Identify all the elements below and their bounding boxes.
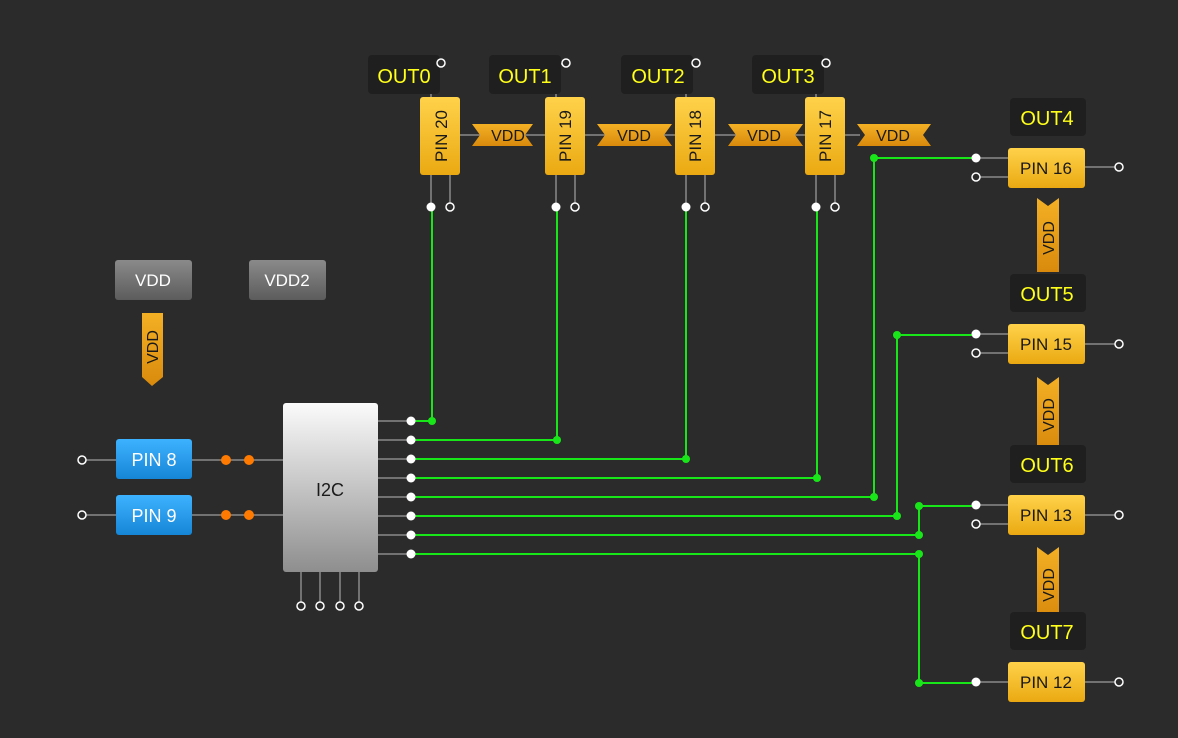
out-label-text: OUT7 [1020, 622, 1073, 644]
pin-label: PIN 15 [1020, 335, 1072, 354]
out-label-text: OUT3 [761, 66, 814, 88]
vdd-block[interactable]: VDD [115, 260, 192, 300]
filled-terminals[interactable] [406, 153, 981, 687]
vdd2-block-label: VDD2 [264, 271, 309, 290]
out-label-4: OUT4 [1010, 98, 1086, 136]
pin-label: PIN 9 [131, 506, 176, 526]
out-label-text: OUT0 [377, 66, 430, 88]
out-label-0: OUT0 [368, 55, 440, 94]
vdd-tag-right-1: VDD [1037, 198, 1059, 272]
vdd-tag-right-2: VDD [1037, 377, 1059, 448]
pin-18-block[interactable]: PIN 18 [675, 97, 715, 175]
pin-9-block[interactable]: PIN 9 [116, 495, 192, 535]
vdd-tag-label: VDD [1041, 398, 1058, 432]
pin-20-block[interactable]: PIN 20 [420, 97, 460, 175]
pin-label: PIN 17 [816, 110, 835, 162]
vdd-tag-left: VDD [142, 313, 163, 386]
pin-15-block[interactable]: PIN 15 [1008, 324, 1085, 364]
i2c-label: I2C [316, 480, 344, 500]
pin-label: PIN 16 [1020, 159, 1072, 178]
vdd-tag-label: VDD [1041, 568, 1058, 602]
gray-wires [82, 61, 1118, 683]
green-wires [411, 157, 976, 684]
vdd2-block[interactable]: VDD2 [249, 260, 326, 300]
pin-label: PIN 19 [556, 110, 575, 162]
pin-label: PIN 13 [1020, 506, 1072, 525]
pin-13-block[interactable]: PIN 13 [1008, 495, 1085, 535]
pin-8-block[interactable]: PIN 8 [116, 439, 192, 479]
vdd-block-label: VDD [135, 271, 171, 290]
vdd-tag-top-1: VDD [472, 124, 533, 146]
green-junctions [428, 154, 923, 687]
out-label-1: OUT1 [489, 55, 561, 94]
vdd-tag-top-3: VDD [728, 124, 803, 146]
pin-label: PIN 18 [686, 110, 705, 162]
pin-17-block[interactable]: PIN 17 [805, 97, 845, 175]
vdd-tag-label: VDD [1041, 221, 1058, 255]
vdd-tag-label: VDD [145, 330, 162, 364]
out-label-6: OUT6 [1010, 445, 1086, 483]
out-label-7: OUT7 [1010, 612, 1086, 650]
out-label-text: OUT4 [1020, 108, 1073, 130]
pin-label: PIN 20 [432, 110, 451, 162]
vdd-tag-label: VDD [617, 128, 651, 145]
vdd-tag-label: VDD [491, 128, 525, 145]
out-label-2: OUT2 [621, 55, 693, 94]
pin-19-block[interactable]: PIN 19 [545, 97, 585, 175]
out-label-text: OUT5 [1020, 284, 1073, 306]
vdd-tag-label: VDD [747, 128, 781, 145]
pin-label: PIN 12 [1020, 673, 1072, 692]
hollow-terminals[interactable] [77, 58, 1124, 687]
pin-16-block[interactable]: PIN 16 [1008, 148, 1085, 188]
out-label-text: OUT6 [1020, 455, 1073, 477]
out-label-text: OUT1 [498, 66, 551, 88]
out-label-3: OUT3 [752, 55, 824, 94]
vdd-tag-top-2: VDD [597, 124, 672, 146]
pin-label: PIN 8 [131, 450, 176, 470]
out-label-text: OUT2 [631, 66, 684, 88]
vdd-tag-label: VDD [876, 128, 910, 145]
i2c-block[interactable]: I2C [283, 403, 378, 572]
vdd-tag-top-4: VDD [857, 124, 931, 146]
vdd-tag-right-3: VDD [1037, 547, 1059, 618]
out-label-5: OUT5 [1010, 274, 1086, 312]
orange-connectors [221, 455, 254, 520]
pin-12-block[interactable]: PIN 12 [1008, 662, 1085, 702]
